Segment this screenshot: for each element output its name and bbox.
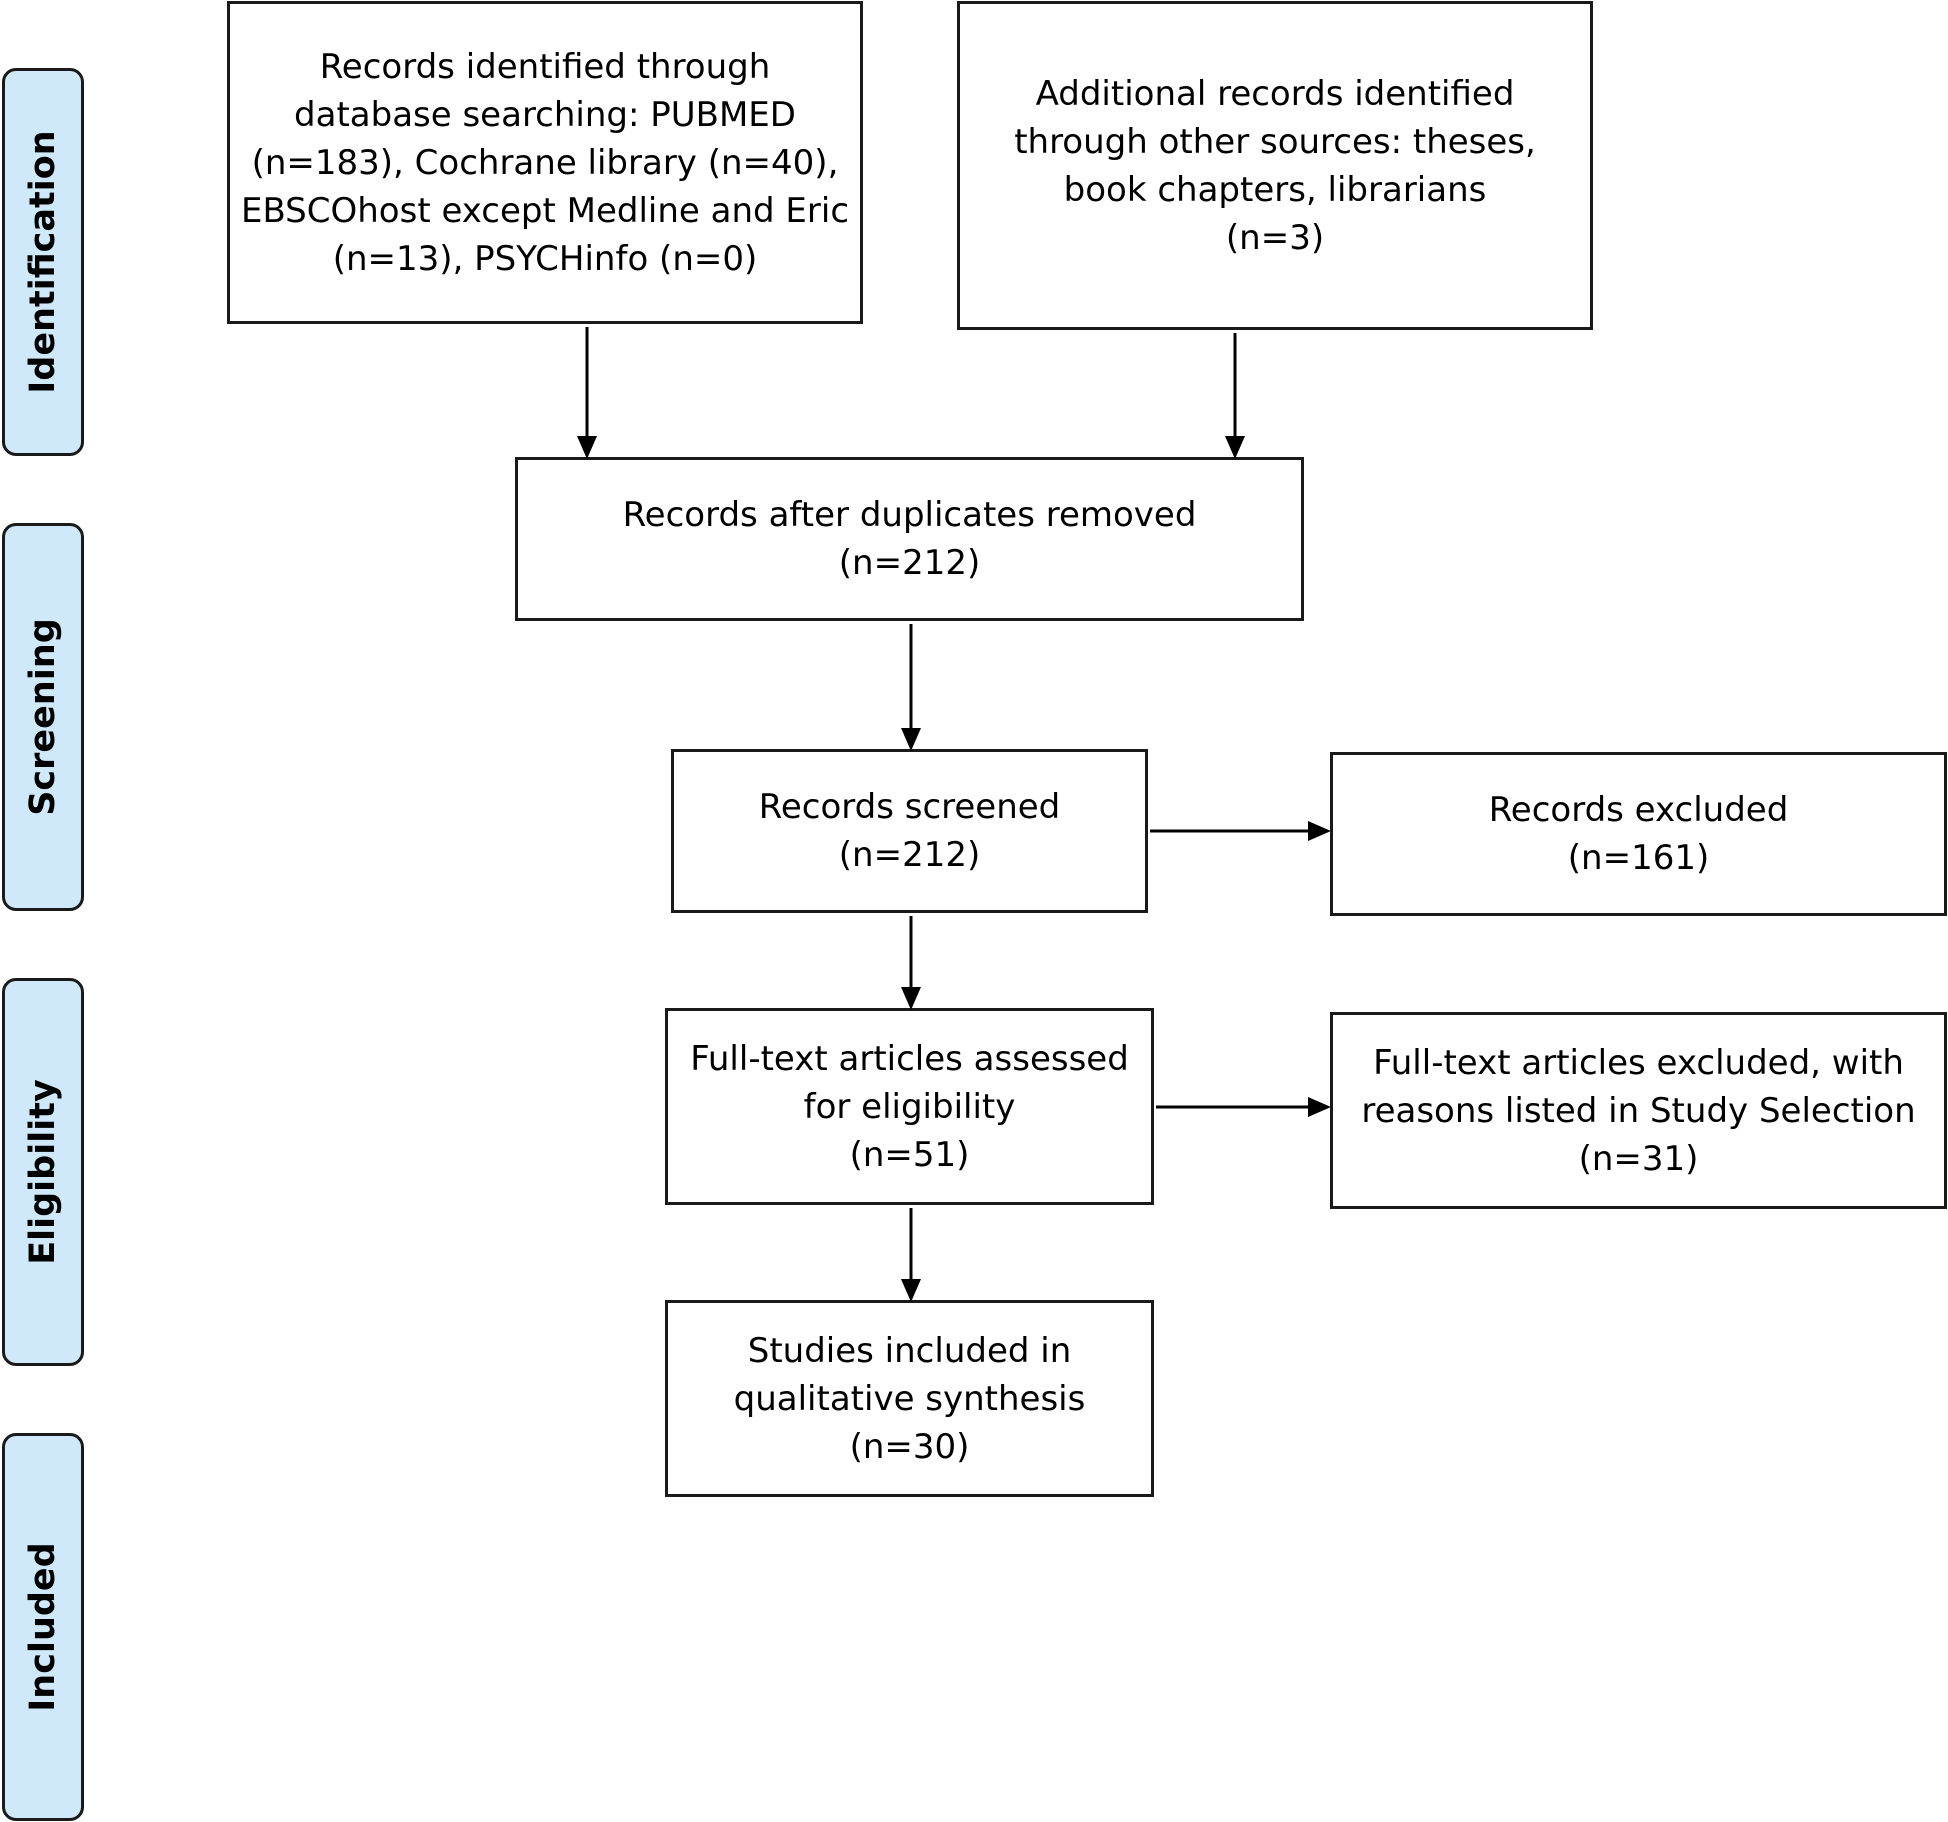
arrowhead	[1225, 436, 1245, 459]
phase-eligibility: Eligibility	[2, 978, 84, 1366]
records-excluded-box: Records excluded (n=161)	[1330, 752, 1947, 916]
fulltext-excluded-box: Full-text articles excluded, with reason…	[1330, 1012, 1947, 1209]
arrowhead	[901, 1279, 921, 1302]
arrowhead	[901, 987, 921, 1010]
database-search-box: Records identified through database sear…	[227, 1, 863, 324]
box-line: for eligibility	[803, 1086, 1016, 1127]
box-line: Studies included in	[747, 1330, 1072, 1371]
box-line: reasons listed in Study Selection	[1361, 1090, 1916, 1131]
box-line: Records identified through	[319, 46, 771, 87]
other-sources-box: Additional records identified through ot…	[957, 1, 1593, 330]
box-line: (n=30)	[849, 1426, 970, 1467]
fulltext-assessed-box: Full-text articles assessed for eligibil…	[665, 1008, 1154, 1205]
box-line: (n=161)	[1567, 838, 1710, 878]
box-line: Records screened	[758, 787, 1061, 827]
box-line: (n=212)	[838, 835, 981, 875]
box-line: (n=3)	[1225, 217, 1325, 258]
arrowhead	[1308, 1097, 1331, 1117]
box-line: (n=31)	[1578, 1138, 1699, 1179]
studies-included-box: Studies included in qualitative synthesi…	[665, 1300, 1154, 1497]
phase-identification: Identification	[2, 68, 84, 456]
box-line: book chapters, librarians	[1063, 169, 1487, 210]
arrowhead	[1308, 821, 1331, 841]
box-line: through other sources: theses,	[1014, 121, 1536, 162]
box-line: Additional records identified	[1035, 73, 1515, 114]
box-line: Full-text articles excluded, with	[1373, 1042, 1904, 1083]
box-line: EBSCOhost except Medline and Eric	[240, 190, 850, 231]
arrowhead	[901, 728, 921, 751]
box-line: (n=183), Cochrane library (n=40),	[251, 142, 839, 183]
records-screened-box: Records screened (n=212)	[671, 749, 1148, 913]
box-line: qualitative synthesis	[733, 1378, 1086, 1419]
duplicates-removed-box: Records after duplicates removed (n=212)	[515, 457, 1304, 621]
box-line: (n=13), PSYCHinfo (n=0)	[332, 238, 758, 279]
box-line: (n=51)	[849, 1134, 970, 1175]
arrowhead	[577, 436, 597, 459]
box-line: database searching: PUBMED	[294, 94, 796, 135]
phase-included: Included	[2, 1433, 84, 1821]
box-line: Records excluded	[1488, 790, 1789, 830]
phase-screening: Screening	[2, 523, 84, 911]
box-line: Full-text articles assessed	[690, 1038, 1129, 1079]
box-line: Records after duplicates removed	[622, 495, 1197, 535]
box-line: (n=212)	[838, 543, 981, 583]
